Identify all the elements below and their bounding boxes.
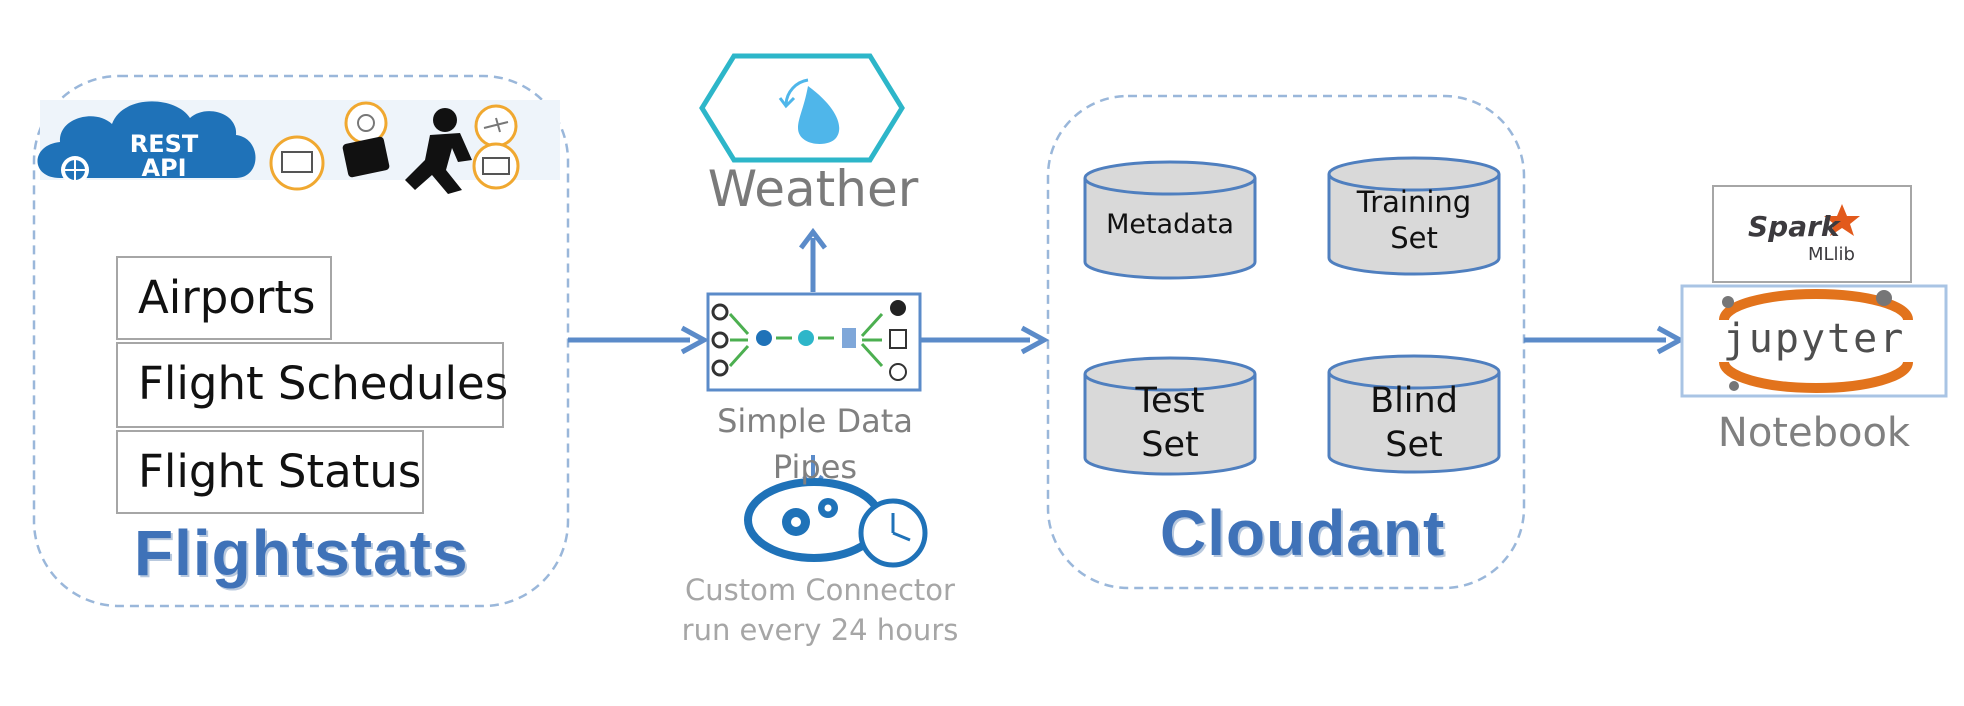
data-box-flight-schedules: Flight Schedules (116, 342, 508, 428)
connector-label-line1: Custom Connector (685, 573, 955, 607)
database-label-training-set: Training Set (1329, 184, 1499, 257)
data-box-flight-status: Flight Status (116, 430, 424, 514)
jupyter-logo (1680, 284, 1948, 398)
api-label: API (141, 154, 187, 182)
rest-api-label: REST API (112, 132, 216, 180)
database-cylinder-test-set (1083, 356, 1257, 476)
data-box-airports: Airports (116, 256, 332, 340)
connector-label: Custom Connector run every 24 hours (660, 570, 980, 650)
tablet-icon (269, 135, 325, 191)
database-cylinder-training-set (1327, 156, 1501, 276)
jupyter-label: jupyter (1722, 316, 1906, 362)
database-cylinder-blind-set (1327, 354, 1501, 474)
rest-label: REST (129, 130, 199, 158)
database-label-test-line2: Set (1141, 424, 1199, 465)
weather-label: Weather (707, 160, 919, 218)
pipes-label-line1: Simple Data (717, 402, 913, 440)
database-cylinder-metadata (1083, 160, 1257, 280)
pipes-label: Simple Data Pipes (690, 398, 940, 490)
database-label-training-line2: Set (1390, 221, 1438, 256)
arrow-cloudant-to-notebook (1524, 325, 1686, 355)
spark-star-icon (1824, 204, 1860, 236)
spark-label: Spark (1748, 210, 1840, 243)
mllib-label: MLlib (1808, 244, 1855, 265)
arrow-pipes-to-cloudant (920, 325, 1050, 355)
cloudant-title: Cloudant (1160, 497, 1446, 569)
database-label-blind-set: Blind Set (1329, 380, 1499, 468)
connector-icon (744, 478, 928, 568)
rest-api-banner (37, 100, 560, 194)
connector-label-line2: run every 24 hours (681, 613, 959, 647)
database-label-metadata: Metadata (1085, 208, 1255, 242)
weather-icon (699, 53, 905, 163)
notebook-label: Notebook (1717, 410, 1911, 456)
database-label-blind-line1: Blind (1370, 381, 1458, 421)
traveler-icon (342, 108, 472, 194)
arrow-pipes-to-weather (799, 227, 827, 292)
database-label-test-set: Test Set (1085, 380, 1255, 468)
database-label-test-line1: Test (1135, 381, 1205, 421)
laptop-icon (472, 142, 520, 190)
database-label-metadata-line1: Metadata (1106, 209, 1234, 240)
database-label-training-line1: Training (1356, 185, 1472, 219)
pipes-label-line2: Pipes (772, 448, 858, 486)
arrow-flightstats-to-pipes (568, 325, 710, 355)
spark-mllib-logo (1712, 185, 1912, 283)
pipes-thumbnail (706, 292, 922, 392)
cloud-icon (37, 101, 256, 178)
flightstats-title: Flightstats (134, 517, 469, 589)
database-label-blind-line2: Set (1385, 424, 1443, 465)
briefcase-icon (342, 136, 390, 178)
